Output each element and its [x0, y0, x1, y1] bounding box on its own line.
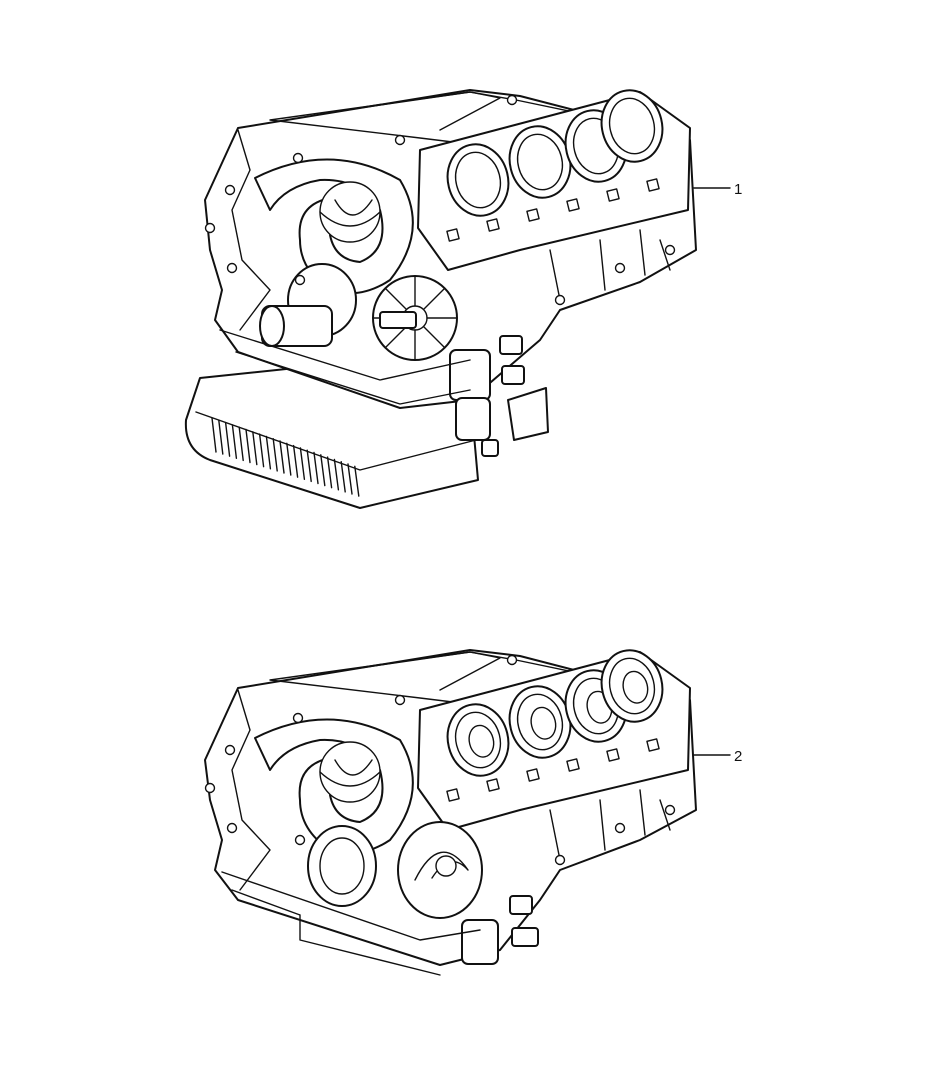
callout-1-label: 1	[734, 181, 742, 198]
cylinder-bank	[417, 649, 691, 831]
crankshaft-seal-bore	[307, 825, 377, 907]
crankshaft-nose	[259, 263, 357, 347]
coolant-housing	[254, 158, 414, 295]
coolant-housing	[254, 718, 414, 855]
callout-2-label: 2	[734, 748, 742, 765]
pump-cover	[397, 821, 483, 919]
water-pump-pulley	[372, 275, 458, 361]
engine-assembly-1	[184, 89, 697, 509]
engine-assembly-2	[204, 649, 697, 976]
cylinder-bank	[417, 89, 691, 271]
